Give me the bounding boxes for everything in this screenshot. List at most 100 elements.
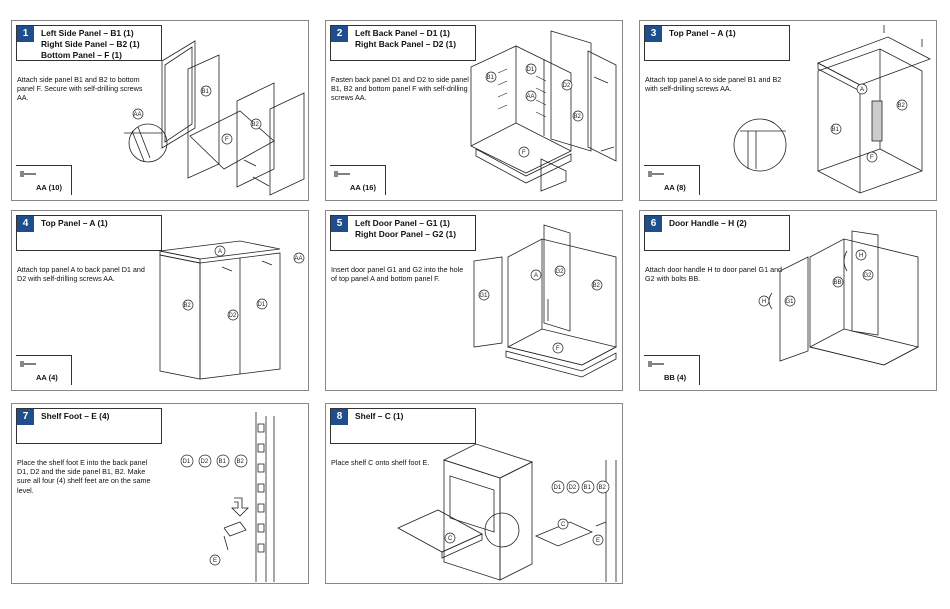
part-label-d1: D1 <box>525 63 537 75</box>
step-titles: Left Back Panel – D1 (1) Right Back Pane… <box>355 28 456 50</box>
step-titles: Left Side Panel – B1 (1) Right Side Pane… <box>41 28 140 61</box>
screw-icon <box>648 171 664 177</box>
part-label-e: E <box>209 554 221 566</box>
part-label-a: A <box>214 245 226 257</box>
step-title: Shelf Foot – E (4) <box>41 411 110 421</box>
svg-text:F: F <box>522 150 526 156</box>
part-label-b2: B2 <box>250 118 262 130</box>
svg-text:C: C <box>561 522 566 528</box>
part-label-g1: G1 <box>478 289 490 301</box>
hardware-box: AA (4) <box>16 355 72 385</box>
hardware-box: AA (16) <box>330 165 386 195</box>
svg-text:B2: B2 <box>574 114 582 120</box>
part-label-f: F <box>221 133 233 145</box>
screw-icon <box>334 171 350 177</box>
step-title: Right Side Panel – B2 (1) <box>41 39 140 49</box>
part-label-aa: AA <box>525 90 537 102</box>
part-label-d2: D2 <box>561 79 573 91</box>
svg-text:AA: AA <box>527 94 535 100</box>
step-title: Top Panel – A (1) <box>669 28 736 38</box>
step-instruction: Attach door handle H to door panel G1 an… <box>645 265 783 284</box>
part-label-b2: B2 <box>896 99 908 111</box>
svg-text:A: A <box>534 273 538 279</box>
step-number: 7 <box>17 409 34 425</box>
part-label-g1: G1 <box>784 295 796 307</box>
step-number: 2 <box>331 26 348 42</box>
part-label-aa: AA <box>293 252 305 264</box>
part-label-g2: G2 <box>554 265 566 277</box>
svg-text:E: E <box>213 558 217 564</box>
svg-text:D1: D1 <box>554 485 562 491</box>
assembly-illustration: A G2 G1 B2 F <box>473 224 618 378</box>
svg-text:D2: D2 <box>201 459 209 465</box>
step-header: 5 Left Door Panel – G1 (1) Right Door Pa… <box>330 215 476 251</box>
assembly-illustration: D1 D2 B1 B2 E <box>180 412 275 582</box>
part-label-a: A <box>856 83 868 95</box>
svg-text:AA: AA <box>134 112 142 118</box>
svg-text:H: H <box>762 299 766 305</box>
part-label-b1: B1 <box>200 85 212 97</box>
hardware-box: AA (8) <box>644 165 700 195</box>
step-number: 4 <box>17 216 34 232</box>
part-label-a: A <box>530 269 542 281</box>
step-title: Bottom Panel – F (1) <box>41 50 122 60</box>
part-label-e: E <box>592 534 604 546</box>
step-instruction: Insert door panel G1 and G2 into the hol… <box>331 265 464 284</box>
svg-text:B1: B1 <box>487 75 495 81</box>
step-title: Right Back Panel – D2 (1) <box>355 39 456 49</box>
svg-text:B2: B2 <box>184 303 192 309</box>
part-label-b1: B1 <box>216 454 230 468</box>
svg-text:D2: D2 <box>569 485 577 491</box>
step-header: 1 Left Side Panel – B1 (1) Right Side Pa… <box>16 25 162 61</box>
step-instruction: Attach side panel B1 and B2 to bottom pa… <box>17 75 143 103</box>
step-instruction: Attach top panel A to back panel D1 and … <box>17 265 145 284</box>
svg-text:BB: BB <box>834 280 842 286</box>
svg-text:D1: D1 <box>258 302 266 308</box>
svg-text:B2: B2 <box>898 103 906 109</box>
step-number: 8 <box>331 409 348 425</box>
part-label-h: H <box>758 295 770 307</box>
step-instruction: Fasten back panel D1 and D2 to side pane… <box>331 75 469 103</box>
svg-text:B1: B1 <box>584 485 592 491</box>
svg-text:B1: B1 <box>832 127 840 133</box>
hardware-label: BB (4) <box>664 373 687 382</box>
part-label-h: H <box>855 249 867 261</box>
step-header: 4 Top Panel – A (1) <box>16 215 162 251</box>
svg-text:B1: B1 <box>219 459 227 465</box>
assembly-illustration: A AA B2 D2 D1 <box>159 240 305 380</box>
part-label-bb: BB <box>832 276 844 288</box>
part-label-b2: B2 <box>591 279 603 291</box>
svg-text:D1: D1 <box>183 459 191 465</box>
part-label-d1: D1 <box>551 480 565 494</box>
part-label-f: F <box>518 146 530 158</box>
screw-icon <box>20 361 36 367</box>
part-label-b1: B1 <box>581 480 595 494</box>
step-number: 1 <box>17 26 34 42</box>
svg-text:C: C <box>448 536 453 542</box>
step-header: 8 Shelf – C (1) <box>330 408 476 444</box>
part-label-d1: D1 <box>180 454 194 468</box>
part-label-f: F <box>866 151 878 163</box>
step-title: Left Side Panel – B1 (1) <box>41 28 134 38</box>
svg-text:G1: G1 <box>480 293 489 299</box>
svg-text:F: F <box>556 346 560 352</box>
assembly-illustration: A B2 B1 F <box>733 25 931 194</box>
part-label-c: C <box>444 532 456 544</box>
step-title: Door Handle – H (2) <box>669 218 747 228</box>
assembly-illustration: D1 D2 B1 B2 C C E <box>397 443 617 582</box>
step-number: 3 <box>645 26 662 42</box>
step-titles: Shelf Foot – E (4) <box>41 411 109 422</box>
step-number: 5 <box>331 216 348 232</box>
hardware-box: AA (10) <box>16 165 72 195</box>
part-label-d2: D2 <box>566 480 580 494</box>
part-label-b2: B2 <box>234 454 248 468</box>
svg-text:G2: G2 <box>864 273 873 279</box>
step-2-panel: 2 Left Back Panel – D1 (1) Right Back Pa… <box>325 20 623 201</box>
svg-text:A: A <box>860 87 864 93</box>
assembly-illustration: H G2 BB H G1 <box>758 230 920 366</box>
svg-text:H: H <box>859 253 863 259</box>
part-label-g2: G2 <box>862 269 874 281</box>
svg-text:F: F <box>225 137 229 143</box>
step-8-panel: 8 Shelf – C (1) Place shelf C onto shelf… <box>325 403 623 584</box>
step-6-panel: 6 Door Handle – H (2) Attach door handle… <box>639 210 937 391</box>
